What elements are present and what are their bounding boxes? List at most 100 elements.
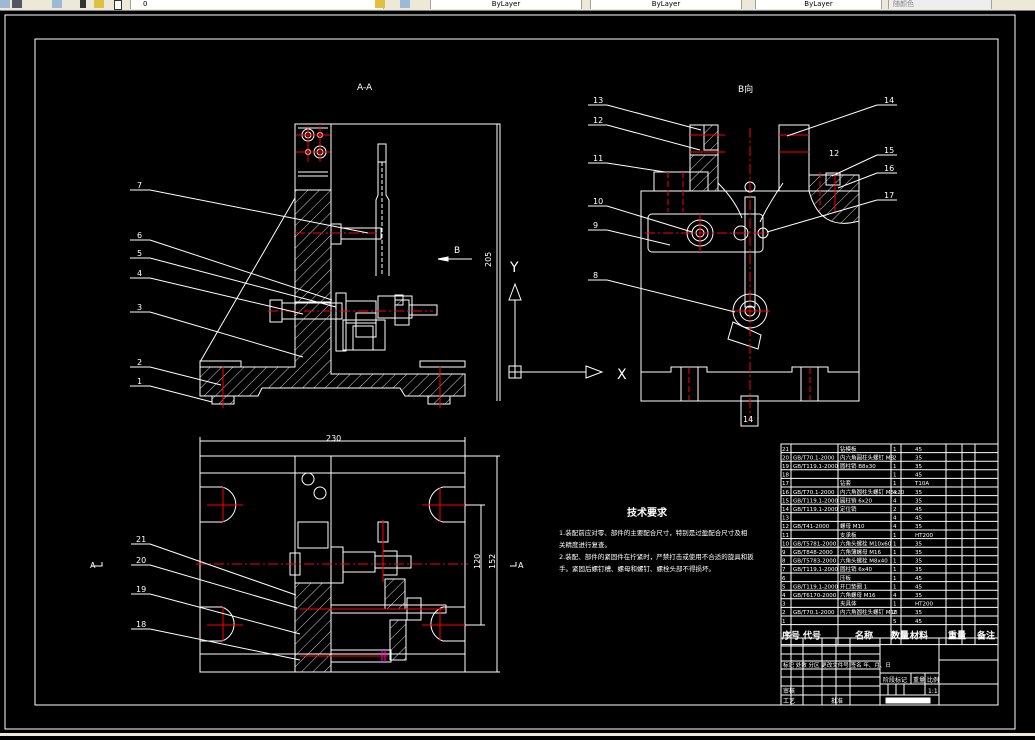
parts-cell-code: GB/T848-2000 [793,550,833,556]
balloon-19: 19 [136,585,146,594]
layer-dropdown[interactable]: 0 [130,0,384,9]
title-block: 阶段标记 重量 比例 1:1 标记 处数 分区 更改文件号 签名 年、月、日 审… [780,637,999,706]
leader-line [149,628,301,661]
leader-line [149,564,298,609]
parts-cell-qty: 1 [893,550,897,556]
parts-cell-name: 开口垫圈 1 [840,582,867,590]
parts-cell-seq: 17 [782,481,789,487]
stage-mark-label: 阶段标记 [883,676,907,684]
parts-cell-name: 压板 [840,574,852,582]
balloon-12: 12 [593,116,603,125]
cad-drawing[interactable]: A-A [0,11,1035,736]
parts-cell-code: GB/T119.1-2000 [793,567,838,573]
parts-cell-code: GB/T119.1-2000 [793,498,838,504]
parts-cell-seq: 15 [782,498,789,504]
lineweight-dropdown[interactable]: ByLayer [755,0,882,9]
toolbar: 0 ByLayer ByLayer ByLayer 随颜色 [0,0,1035,11]
drawing-canvas[interactable]: A-A [0,11,1035,736]
ucs-x-label: X [617,367,627,383]
parts-cell-qty: 2 [893,507,897,513]
tech-req-line-2: 关精度进行复查。 [559,540,611,549]
parts-cell-name: 六角头螺栓 M8x40 [840,557,888,565]
layer-tool-icon[interactable] [0,0,10,8]
balloon-1: 1 [137,377,142,386]
weight-label: 重量 [913,676,925,684]
parts-cell-qty: 1 [893,602,897,608]
plan-view: 230 [90,434,524,673]
parts-cell-qty: 1 [893,473,897,479]
tech-req-line-3: 2.装配、部件的紧固件在拧紧时，严禁打击或使用不合适的旋具和扳 [559,552,754,561]
balloon-2: 2 [137,358,142,367]
parts-cell-name: 六角头螺栓 M10x60 [840,539,892,547]
parts-cell-code: GB/T41-2000 [793,524,830,530]
view-b: B向 [640,83,860,427]
parts-cell-name: 圆柱销 B8x30 [840,462,876,470]
parts-header-remarks: 备注 [976,630,995,642]
parts-cell-qty: 1 [893,576,897,582]
plotstyle-dropdown[interactable]: 随颜色 [888,0,992,9]
parts-cell-code: GB/T119.1-2000 [793,584,838,590]
leader-line [149,366,222,386]
parts-cell-material: 35 [915,567,922,573]
parts-header-name: 名称 [855,630,873,642]
layer-lock-icon[interactable] [114,0,122,10]
parts-cell-qty: 1 [893,533,897,539]
balloon-13: 13 [593,96,603,105]
leader-line [149,385,213,403]
color-dropdown[interactable]: ByLayer [430,0,582,9]
make-current-icon[interactable] [375,0,385,8]
leader-line [149,543,297,596]
review-label: 审核 [783,687,795,695]
parts-cell-code: GB/T70.1-2000 [793,455,835,461]
layer-previous-icon[interactable] [400,0,410,8]
parts-cell-seq: 1 [782,619,786,625]
parts-cell-seq: 18 [782,473,789,479]
parts-cell-qty: 1 [893,559,897,565]
parts-cell-seq: 12 [782,524,789,530]
parts-cell-material: HT200 [915,533,933,539]
parts-cell-seq: 2 [782,610,786,616]
scale-label: 比例 [927,676,939,684]
parts-cell-material: T10A [914,481,929,487]
parts-cell-name: 内六角圆柱头螺钉 M8 [840,453,894,461]
balloon-17: 17 [884,191,894,200]
layer-freeze-icon[interactable] [94,0,104,8]
parts-cell-qty: 2 [893,455,897,461]
layer-on-icon[interactable] [80,0,86,8]
parts-cell-seq: 9 [782,550,786,556]
parts-cell-qty: 1 [893,541,897,547]
balloon-3: 3 [137,303,142,312]
ucs-icon: Y X [508,260,627,383]
leader-line [606,104,702,131]
parts-cell-material: 35 [915,464,922,470]
parts-cell-name: 内六角圆柱头螺钉 M10 [840,608,898,616]
linetype-dropdown[interactable]: ByLayer [590,0,742,9]
parts-cell-seq: 4 [782,593,786,599]
leader-line [149,277,304,315]
match-layer-icon[interactable] [12,0,22,8]
process-label: 工艺 [783,697,795,705]
parts-cell-material: 35 [915,559,922,565]
section-aa-height-dim: 205 [484,252,493,267]
tech-req-title: 技术要求 [627,506,668,519]
parts-cell-code: GB/T5781-2000 [793,541,837,547]
parts-cell-qty: 4 [893,593,897,599]
balloon-10: 10 [593,197,603,206]
parts-cell-seq: 10 [782,541,789,547]
parts-header-weight: 重量 [948,630,966,642]
sheet-inner-border [34,38,999,706]
parts-cell-name: 圆柱销 6x20 [840,496,873,504]
layer-state-icon[interactable] [52,0,62,8]
